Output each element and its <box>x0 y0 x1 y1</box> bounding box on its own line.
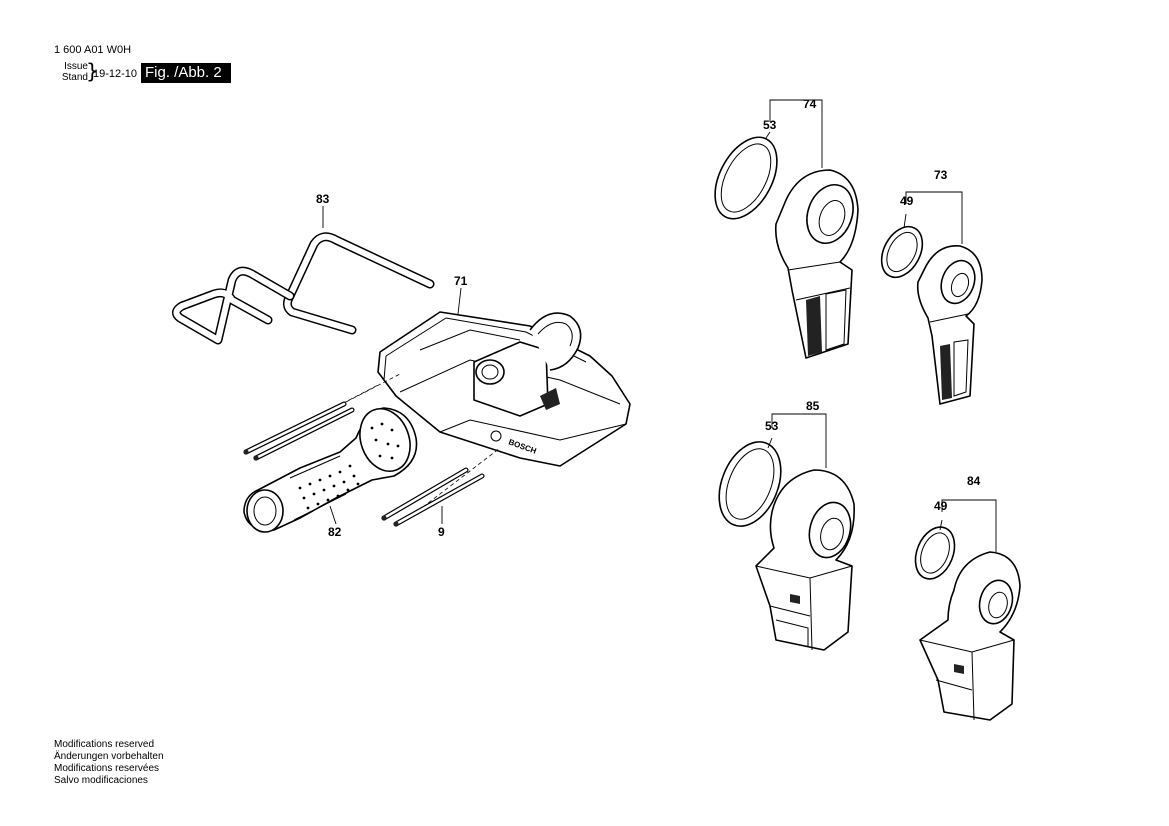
label-9: 9 <box>438 525 445 539</box>
label-74: 74 <box>803 97 817 111</box>
issue-label-en: Issue <box>64 61 88 72</box>
label-53-top: 53 <box>763 118 777 132</box>
part-83-depth-rod <box>172 232 435 345</box>
leader-lines <box>322 99 997 552</box>
doc-number-text: 1 600 A01 W0H <box>54 44 132 56</box>
figure-label: Fig. /Abb. 2 <box>141 63 231 83</box>
label-82: 82 <box>328 525 342 539</box>
part-85-suction-head <box>755 469 855 651</box>
modifications-line: Änderungen vorbehalten <box>54 751 164 762</box>
modifications-line: Modifications reservées <box>54 763 160 774</box>
label-85: 85 <box>806 399 820 413</box>
seal-ring-49-bottom <box>914 526 956 580</box>
part-74-suction-head <box>774 169 859 359</box>
label-84: 84 <box>967 474 981 488</box>
label-71: 71 <box>454 274 468 288</box>
label-83: 83 <box>316 192 330 206</box>
part-labels: 83 71 82 9 74 53 73 49 85 53 84 49 <box>316 97 981 539</box>
modifications-line: Salvo modificaciones <box>54 775 148 786</box>
issue-labels: Issue Stand <box>54 61 88 83</box>
label-49-bottom: 49 <box>934 499 948 513</box>
seal-ring-53-top <box>714 136 778 220</box>
seal-ring-53-bottom <box>718 441 782 527</box>
label-73: 73 <box>934 168 948 182</box>
doc-number: 1 600 A01 W0H <box>54 44 131 57</box>
seal-ring-49-top <box>880 225 924 279</box>
modifications-notice: Modifications reserved Änderungen vorbeh… <box>54 739 164 787</box>
label-53-bottom: 53 <box>765 419 779 433</box>
part-71-base-housing: BOSCH <box>377 311 631 467</box>
issue-label-de: Stand <box>61 72 88 83</box>
part-9-rods <box>243 401 485 527</box>
part-73-suction-head <box>916 245 983 405</box>
label-49-top: 49 <box>900 194 914 208</box>
issue-date: 19-12-10 <box>93 68 138 80</box>
brace-glyph: } <box>86 59 99 83</box>
modifications-line: Modifications reserved <box>54 739 155 750</box>
part-82-auxiliary-handle <box>243 407 418 533</box>
part-84-suction-head <box>919 551 1021 721</box>
